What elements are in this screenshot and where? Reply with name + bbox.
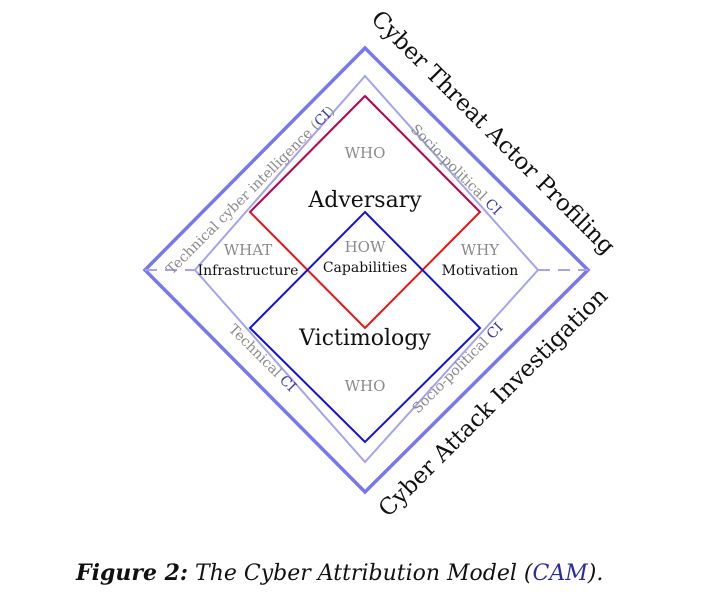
caption-prefix: Figure 2: [76,560,189,586]
question-why: WHY [461,241,500,259]
question-who-bottom: WHO [345,377,386,395]
overlap-top-left [249,95,366,213]
caption-text: The Cyber Attribution Model ( [188,561,533,586]
node-victimology: Victimology [298,326,431,351]
question-how: HOW [345,238,386,256]
victimology-square [248,210,482,444]
question-what: WHAT [224,241,273,259]
outer-diamond [142,45,591,495]
node-adversary: Adversary [307,188,422,213]
overlap-top-right [364,95,481,213]
cyber-attribution-model-diagram: Cyber Threat Actor Profiling Cyber Attac… [142,6,620,522]
node-motivation: Motivation [442,263,519,279]
caption-acronym[interactable]: CAM [532,561,588,586]
label-technical-ci: Technical CI [225,322,299,396]
label-cyber-threat-actor-profiling: Cyber Threat Actor Profiling [366,6,620,260]
label-tech-ci-text: Technical [225,322,287,384]
caption-suffix: ). [587,561,604,586]
question-who-top: WHO [345,144,386,162]
figure-caption: Figure 2: The Cyber Attribution Model (C… [76,560,603,586]
inner-diamond [193,74,540,464]
node-capabilities: Capabilities [323,260,407,276]
node-infrastructure: Infrastructure [198,263,299,279]
